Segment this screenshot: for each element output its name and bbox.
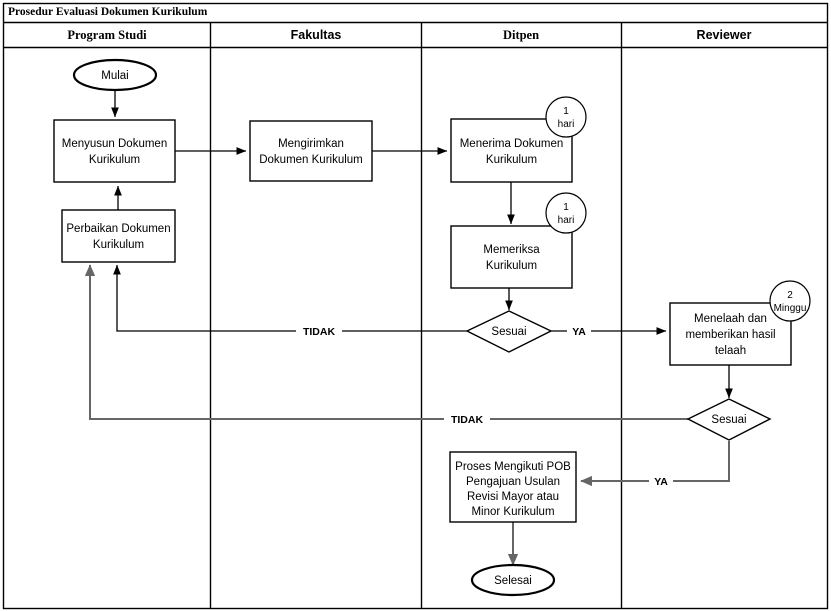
node-perbaikan-dokumen-kurikulum[interactable]: Perbaikan Dokumen Kurikulum — [61, 209, 176, 263]
node-menerima-line2: Kurikulum — [486, 154, 537, 166]
edge-ya-to-proses-pob — [580, 441, 730, 487]
node-memeriksa-line2: Kurikulum — [486, 260, 537, 272]
lane-header-reviewer: Reviewer — [697, 28, 752, 42]
node-selesai-label: Selesai — [494, 575, 532, 587]
edge-label-ya-ditpen: YA — [572, 326, 586, 338]
badge-2-minggu-menelaah: 2 Minggu — [769, 280, 811, 322]
edge-tidak-reviewer-to-perbaikan — [84, 264, 688, 420]
node-perbaikan-line2: Kurikulum — [93, 239, 144, 251]
badge-menelaah-line1: 2 — [787, 290, 793, 301]
badge-menerima-line2: hari — [558, 119, 575, 130]
edge-tidak-ditpen-to-perbaikan — [113, 264, 467, 332]
node-memeriksa-line1: Memeriksa — [483, 244, 540, 256]
edge-label-ya-reviewer: YA — [654, 476, 668, 488]
node-sesuai-ditpen-label: Sesuai — [491, 326, 526, 338]
node-mulai-label: Mulai — [101, 70, 128, 82]
node-menelaah-line1: Menelaah dan — [694, 313, 767, 325]
lane-header-ditpen: Ditpen — [503, 28, 539, 42]
node-mengirimkan-dokumen-kurikulum[interactable]: Mengirimkan Dokumen Kurikulum — [249, 120, 373, 182]
diagram-title: Prosedur Evaluasi Dokumen Kurikulum — [8, 6, 208, 18]
node-menelaah-hasil-telaah[interactable]: Menelaah dan memberikan hasil telaah — [669, 302, 792, 366]
node-mengirimkan-line2: Dokumen Kurikulum — [259, 154, 363, 166]
node-proses-pob-line1: Proses Mengikuti POB — [455, 461, 571, 473]
lane-header-program-studi: Program Studi — [67, 28, 147, 42]
node-menyusun-line1: Menyusun Dokumen — [62, 138, 167, 150]
node-menelaah-line2: memberikan hasil — [685, 329, 775, 341]
lane-dividers — [209, 22, 623, 609]
badge-menerima-line1: 1 — [563, 106, 569, 117]
node-menelaah-line3: telaah — [715, 345, 746, 357]
node-mulai[interactable]: Mulai — [72, 58, 158, 92]
node-proses-pob-line2: Pengajuan Usulan — [466, 476, 560, 488]
connectors — [84, 91, 733, 566]
node-proses-pob-line3: Revisi Mayor atau — [467, 491, 559, 503]
node-decision-sesuai-reviewer[interactable]: Sesuai — [686, 398, 772, 441]
node-menyusun-line2: Kurikulum — [89, 154, 140, 166]
edge-label-tidak-ditpen: TIDAK — [303, 326, 335, 338]
node-menyusun-dokumen-kurikulum[interactable]: Menyusun Dokumen Kurikulum — [53, 119, 176, 183]
edge-label-group: YA TIDAK TIDAK YA — [296, 323, 673, 489]
node-selesai[interactable]: Selesai — [470, 563, 556, 597]
node-proses-pob-line4: Minor Kurikulum — [471, 506, 554, 518]
node-memeriksa-kurikulum[interactable]: Memeriksa Kurikulum — [450, 225, 573, 289]
badge-1-hari-menerima: 1 hari — [545, 96, 587, 138]
node-proses-mengikuti-pob[interactable]: Proses Mengikuti POB Pengajuan Usulan Re… — [449, 451, 577, 523]
badge-1-hari-memeriksa: 1 hari — [545, 192, 587, 234]
node-sesuai-reviewer-label: Sesuai — [711, 414, 746, 426]
lane-header-fakultas: Fakultas — [291, 28, 342, 42]
badge-memeriksa-line2: hari — [558, 215, 575, 226]
node-mengirimkan-line1: Mengirimkan — [278, 138, 344, 150]
badge-menelaah-line2: Minggu — [774, 303, 807, 314]
node-perbaikan-line1: Perbaikan Dokumen — [66, 223, 170, 235]
edge-label-tidak-reviewer: TIDAK — [451, 414, 483, 426]
node-menerima-line1: Menerima Dokumen — [460, 138, 564, 150]
badge-memeriksa-line1: 1 — [563, 202, 569, 213]
node-decision-sesuai-ditpen[interactable]: Sesuai — [465, 310, 553, 353]
